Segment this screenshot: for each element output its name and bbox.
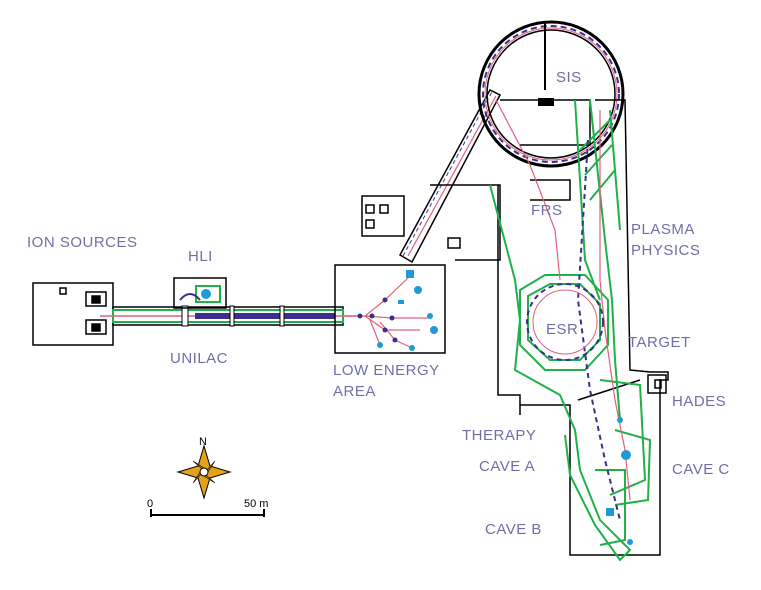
label-ion-sources: ION SOURCES (27, 234, 138, 251)
label-unilac: UNILAC (170, 350, 229, 367)
auxiliary-buildings (361, 184, 501, 261)
label-cave-c: CAVE C (672, 461, 730, 478)
label-hli: HLI (188, 248, 213, 265)
scale-end-label: 50 m (244, 498, 269, 510)
ion-sources-building (32, 282, 114, 346)
sis-synchrotron (477, 20, 625, 168)
label-cave-b: CAVE B (485, 521, 542, 538)
hli-injector (173, 277, 227, 309)
label-esr: ESR (546, 321, 579, 338)
scale-start-label: 0 (147, 498, 154, 510)
label-hades: HADES (672, 393, 727, 410)
label-physics: PHYSICS (631, 242, 701, 259)
compass-rose (176, 444, 232, 500)
label-area: AREA (333, 383, 376, 400)
main-experimental-hall (497, 99, 669, 556)
low-energy-area (334, 264, 446, 354)
label-low-energy: LOW ENERGY (333, 362, 440, 379)
hades-building (647, 374, 667, 394)
beam-transport (495, 99, 633, 545)
scale-bar (150, 509, 265, 517)
label-cave-a: CAVE A (479, 458, 536, 475)
label-sis: SIS (556, 69, 582, 86)
label-plasma: PLASMA (631, 221, 695, 238)
label-therapy: THERAPY (462, 427, 537, 444)
label-target: TARGET (628, 334, 691, 351)
label-frs: FRS (531, 202, 563, 219)
unilac-linac (100, 305, 360, 327)
transfer-line (398, 89, 502, 264)
compass-north-label: N (199, 436, 207, 448)
